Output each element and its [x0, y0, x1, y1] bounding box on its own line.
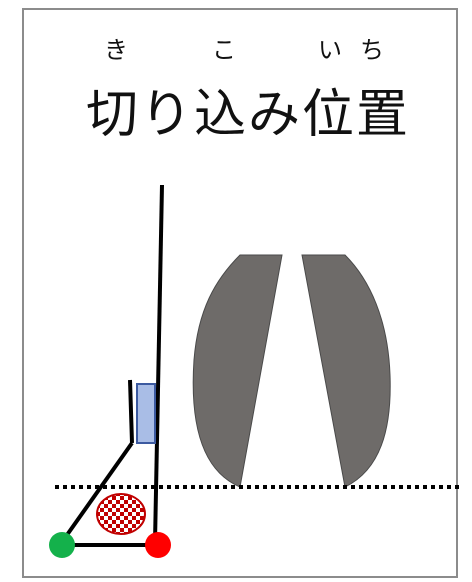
ruby-ki: き	[104, 36, 128, 64]
title-block: き こ い ち 切り込み位置	[0, 30, 472, 145]
red-dot-icon	[145, 532, 171, 558]
diagonal-line	[60, 441, 134, 544]
ruby-ko: こ	[212, 36, 236, 64]
vertical-guide-line	[153, 184, 164, 543]
ruby-chi: ち	[360, 36, 384, 64]
blue-pad	[136, 383, 156, 444]
blade-right-shape	[301, 254, 391, 488]
page-title: 切り込み位置	[86, 85, 411, 145]
checkered-disc-icon	[96, 493, 146, 535]
green-dot-icon	[49, 532, 75, 558]
ruby-i: い	[318, 36, 342, 64]
short-vertical-line	[128, 379, 134, 444]
blade-left-shape	[192, 254, 283, 488]
